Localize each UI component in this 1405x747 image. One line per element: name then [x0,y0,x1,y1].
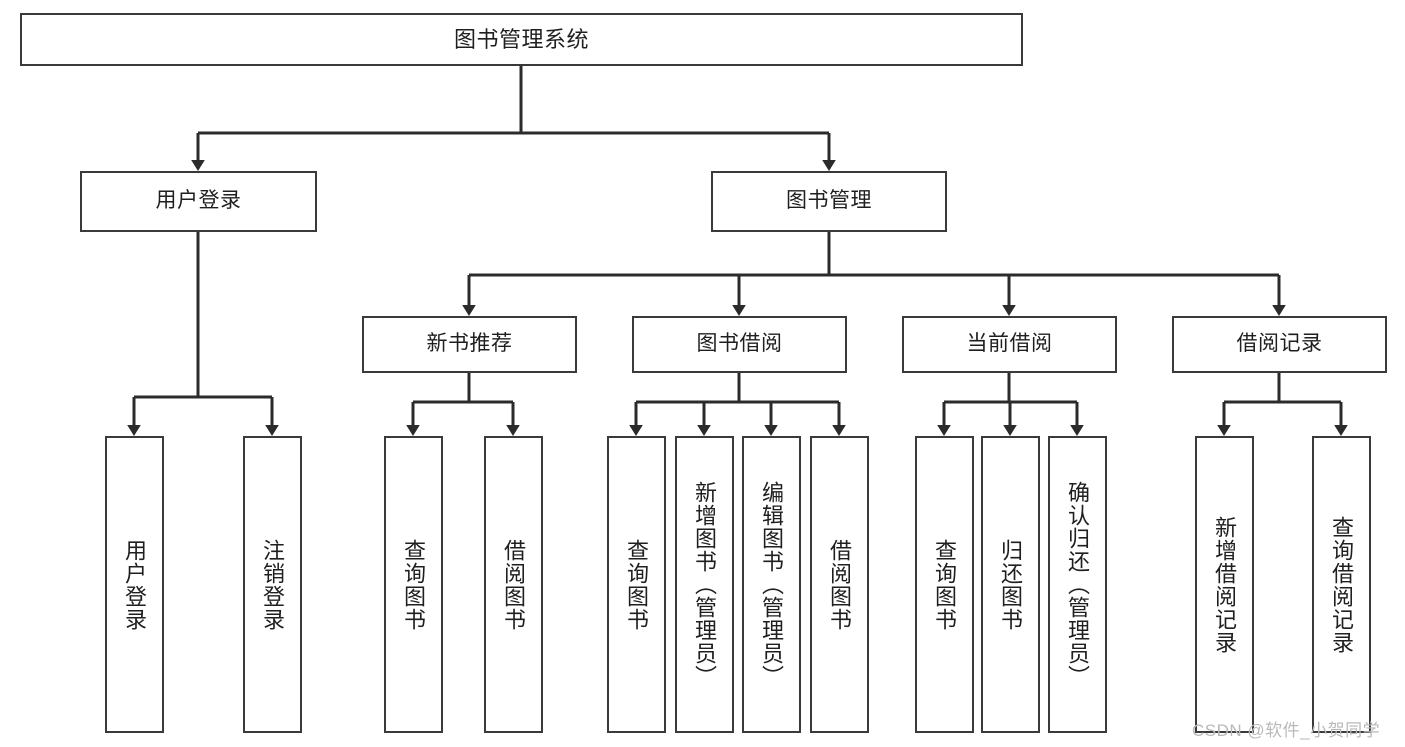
node-leaf-query-book-1[interactable]: 查询图书 [384,436,443,733]
node-leaf-query-book-3-label: 查询图书 [932,538,958,631]
node-leaf-borrow-book-2-label: 借阅图书 [827,538,853,631]
node-current-borrow-label: 当前借阅 [966,332,1053,356]
node-leaf-borrow-book-2[interactable]: 借阅图书 [810,436,869,733]
node-leaf-borrow-book-1-label: 借阅图书 [501,538,527,631]
node-leaf-add-borrow-record-label: 新增借阅记录 [1212,515,1238,654]
node-borrow-record[interactable]: 借阅记录 [1172,316,1387,373]
node-book-borrow-label: 图书借阅 [696,332,783,356]
node-leaf-query-book-2-label: 查询图书 [624,538,650,631]
node-user-login[interactable]: 用户登录 [80,171,317,232]
node-borrow-record-label: 借阅记录 [1236,332,1323,356]
node-leaf-edit-book-admin-label: 编辑图书（管理员） [759,481,785,688]
node-new-book-recommend[interactable]: 新书推荐 [362,316,577,373]
node-leaf-query-book-2[interactable]: 查询图书 [607,436,666,733]
node-leaf-query-book-1-label: 查询图书 [401,538,427,631]
node-leaf-return-book-label: 归还图书 [998,538,1024,631]
node-leaf-logout-login-label: 注销登录 [260,538,286,631]
node-leaf-edit-book-admin[interactable]: 编辑图书（管理员） [742,436,801,733]
node-root-图书管理系统[interactable]: 图书管理系统 [20,13,1023,66]
node-current-borrow[interactable]: 当前借阅 [902,316,1117,373]
node-leaf-borrow-book-1[interactable]: 借阅图书 [484,436,543,733]
node-leaf-return-book[interactable]: 归还图书 [981,436,1040,733]
node-leaf-confirm-return-admin[interactable]: 确认归还（管理员） [1048,436,1107,733]
node-leaf-logout-login[interactable]: 注销登录 [243,436,302,733]
node-leaf-query-borrow-record[interactable]: 查询借阅记录 [1312,436,1371,733]
csdn-watermark: CSDN @软件_小贺同学 [1192,721,1381,740]
node-book-manage[interactable]: 图书管理 [711,171,947,232]
node-leaf-confirm-return-admin-label: 确认归还（管理员） [1065,481,1091,688]
node-leaf-user-login-label: 用户登录 [122,538,148,631]
node-leaf-query-book-3[interactable]: 查询图书 [915,436,974,733]
node-leaf-add-book-admin[interactable]: 新增图书（管理员） [675,436,734,733]
node-book-manage-label: 图书管理 [786,189,872,213]
node-leaf-add-borrow-record[interactable]: 新增借阅记录 [1195,436,1254,733]
node-leaf-query-borrow-record-label: 查询借阅记录 [1329,515,1355,654]
node-new-book-recommend-label: 新书推荐 [426,332,513,356]
node-root-图书管理系统-label: 图书管理系统 [453,26,589,52]
node-leaf-add-book-admin-label: 新增图书（管理员） [692,481,718,688]
node-book-borrow[interactable]: 图书借阅 [632,316,847,373]
node-user-login-label: 用户登录 [155,189,242,213]
node-leaf-user-login[interactable]: 用户登录 [105,436,164,733]
